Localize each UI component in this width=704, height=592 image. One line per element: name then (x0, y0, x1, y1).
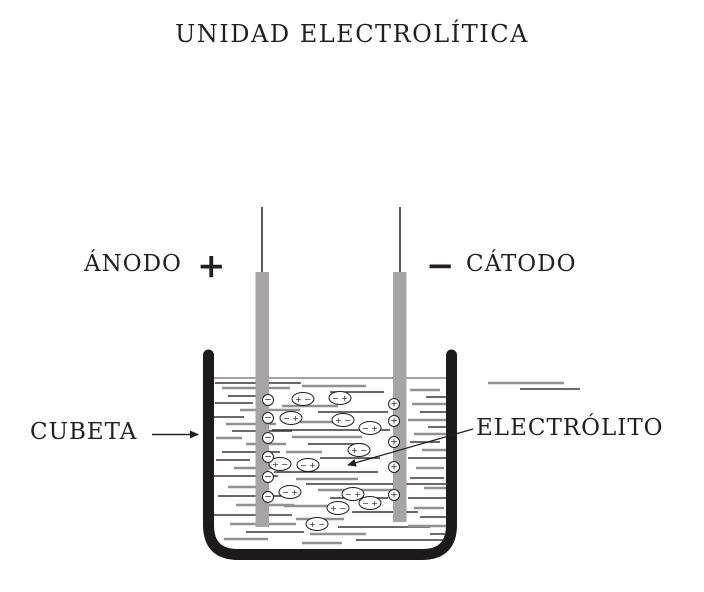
cathode-ion (388, 436, 400, 448)
ion-symbol: − (264, 434, 272, 444)
floating-ion (331, 413, 355, 427)
electrolito-arrow (347, 428, 474, 467)
floating-ion (296, 458, 320, 472)
diagram-title: UNIDAD ELECTROLÍTICA (175, 20, 529, 48)
minus-sign: − (426, 246, 455, 286)
liquid-dashes (214, 381, 580, 545)
plus-sign: + (197, 246, 226, 286)
floating-ion (326, 501, 350, 515)
floating-ion (305, 517, 329, 531)
anode-ion (262, 471, 274, 483)
floating-ion (347, 443, 371, 457)
cathode-electrode (393, 272, 407, 522)
ion-symbol: − + (300, 461, 316, 470)
anode-ion (262, 412, 274, 424)
ion-symbol: − (264, 493, 272, 503)
floating-ion (358, 421, 382, 435)
ion-symbol: + − (295, 395, 311, 404)
electrolito-label: ELECTRÓLITO (476, 415, 664, 441)
cathode-ion (388, 489, 400, 501)
ion-symbol: − + (332, 394, 348, 403)
ion-symbol: − + (283, 414, 299, 423)
ion-symbol: − + (362, 499, 378, 508)
floating-ion (268, 457, 292, 471)
ion-symbol: − (264, 453, 272, 463)
anode-ion (262, 394, 274, 406)
anode-ion (262, 432, 274, 444)
ion-symbol: + (390, 463, 398, 473)
ion-symbol: + − (272, 460, 288, 469)
ion-symbol: + − (330, 504, 346, 513)
vessel-wall (203, 349, 457, 560)
ion-symbol: − + (362, 424, 378, 433)
anode-ion (262, 451, 274, 463)
ion-symbol: + (390, 417, 398, 427)
ions: + −− +− ++ −− ++ −+ −− +− +− +− ++ −+ −−… (262, 391, 400, 531)
cathode-ion (388, 398, 400, 410)
cathode-label: CÁTODO (466, 251, 577, 277)
floating-ion (278, 485, 302, 499)
floating-ion (279, 411, 303, 425)
ion-symbol: + (390, 438, 398, 448)
floating-ion (358, 496, 382, 510)
ion-symbol: + − (335, 416, 351, 425)
ion-symbol: + (390, 400, 398, 410)
floating-ion (328, 391, 352, 405)
ion-symbol: − (264, 414, 272, 424)
cathode-ion (388, 415, 400, 427)
floating-ion (291, 392, 315, 406)
cathode-ion (388, 461, 400, 473)
ion-symbol: + − (351, 446, 367, 455)
ion-symbol: − + (345, 490, 361, 499)
cubeta-label: CUBETA (30, 419, 138, 445)
ion-symbol: + (390, 491, 398, 501)
anode-ion (262, 491, 274, 503)
anode-label: ÁNODO (84, 251, 182, 277)
ion-symbol: + − (309, 520, 325, 529)
ion-symbol: − (264, 473, 272, 483)
ion-symbol: − (264, 396, 272, 406)
ion-symbol: − + (282, 488, 298, 497)
floating-ion (341, 487, 365, 501)
